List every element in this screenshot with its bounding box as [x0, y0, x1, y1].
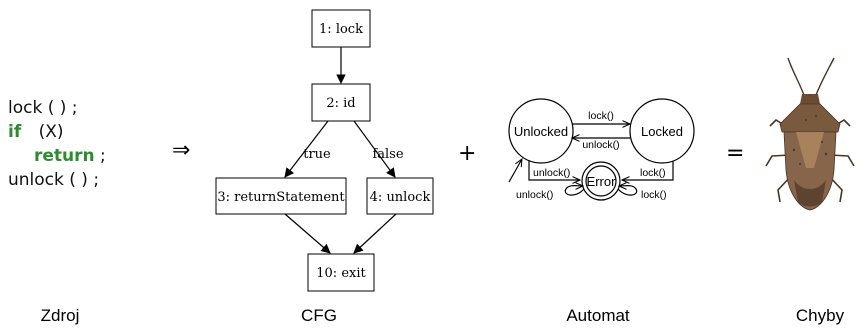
error-self-loop-left — [564, 186, 585, 196]
cfg-graph: 1: lock 2: id 3: returnStatement 4: unlo… — [215, 9, 434, 292]
svg-text:4: unlock: 4: unlock — [370, 190, 431, 205]
cfg-node-unlock: 4: unlock — [366, 177, 434, 215]
cfg-edge-unlock-exit — [353, 213, 397, 254]
caption-bugs: Chyby — [796, 306, 845, 325]
automaton-initial-arrow — [508, 159, 522, 183]
caption-source: Zdroj — [41, 306, 80, 325]
error-self-loop-right — [617, 186, 638, 196]
code-line-return: return ; — [34, 146, 106, 166]
code-line-if: if (X) — [8, 122, 64, 142]
return-semicolon: ; — [100, 146, 106, 166]
cfg-edge-id-unlock — [353, 120, 396, 178]
cfg-label-true: true — [303, 147, 331, 162]
source-code-block: lock ( ) ; if (X) return ; unlock ( ) ; — [8, 98, 106, 190]
state-locked-circle — [629, 98, 695, 164]
cfg-edge-id-return — [284, 120, 329, 178]
code-line-lock: lock ( ) ; — [8, 98, 78, 118]
plus-symbol: + — [458, 141, 476, 166]
transition-label-unlock: unlock() — [582, 139, 619, 151]
svg-text:2: id: 2: id — [326, 96, 355, 111]
state-error-label: Error — [587, 174, 617, 189]
code-line-unlock: unlock ( ) ; — [8, 170, 99, 190]
cfg-node-id: 2: id — [311, 83, 371, 122]
cfg-node-exit: 10: exit — [307, 253, 375, 292]
equals-symbol: = — [726, 141, 744, 166]
transition-locked-error — [622, 161, 674, 180]
state-unlocked-circle — [508, 98, 574, 164]
cfg-edge-return-exit — [284, 213, 331, 254]
caption-cfg: CFG — [301, 306, 337, 325]
keyword-return: return — [34, 146, 95, 166]
automaton-graph: Unlocked Locked Error lock() unlock() un… — [508, 98, 695, 201]
svg-text:3: returnStatement: 3: returnStatement — [217, 190, 345, 205]
error-loop-label-right: lock() — [641, 189, 667, 201]
cfg-label-false: false — [372, 147, 403, 162]
transition-label-locked-error: lock() — [640, 167, 666, 179]
keyword-if: if — [8, 122, 22, 142]
transition-label-lock: lock() — [588, 110, 614, 122]
caption-automaton: Automat — [566, 306, 630, 325]
transition-unlocked-error — [528, 160, 580, 180]
if-condition: (X) — [39, 122, 64, 142]
implies-symbol: ⇒ — [172, 138, 190, 163]
cfg-node-lock: 1: lock — [311, 9, 371, 48]
cfg-node-return-statement: 3: returnStatement — [215, 177, 347, 215]
error-loop-label-left: unlock() — [516, 189, 553, 201]
state-error-inner — [585, 165, 617, 197]
transition-label-unlocked-error: unlock() — [533, 167, 570, 179]
state-unlocked-label: Unlocked — [514, 124, 568, 139]
stink-bug-icon — [765, 57, 855, 211]
svg-text:1: lock: 1: lock — [319, 22, 363, 37]
state-locked-label: Locked — [641, 124, 683, 139]
svg-text:10: exit: 10: exit — [316, 266, 366, 281]
